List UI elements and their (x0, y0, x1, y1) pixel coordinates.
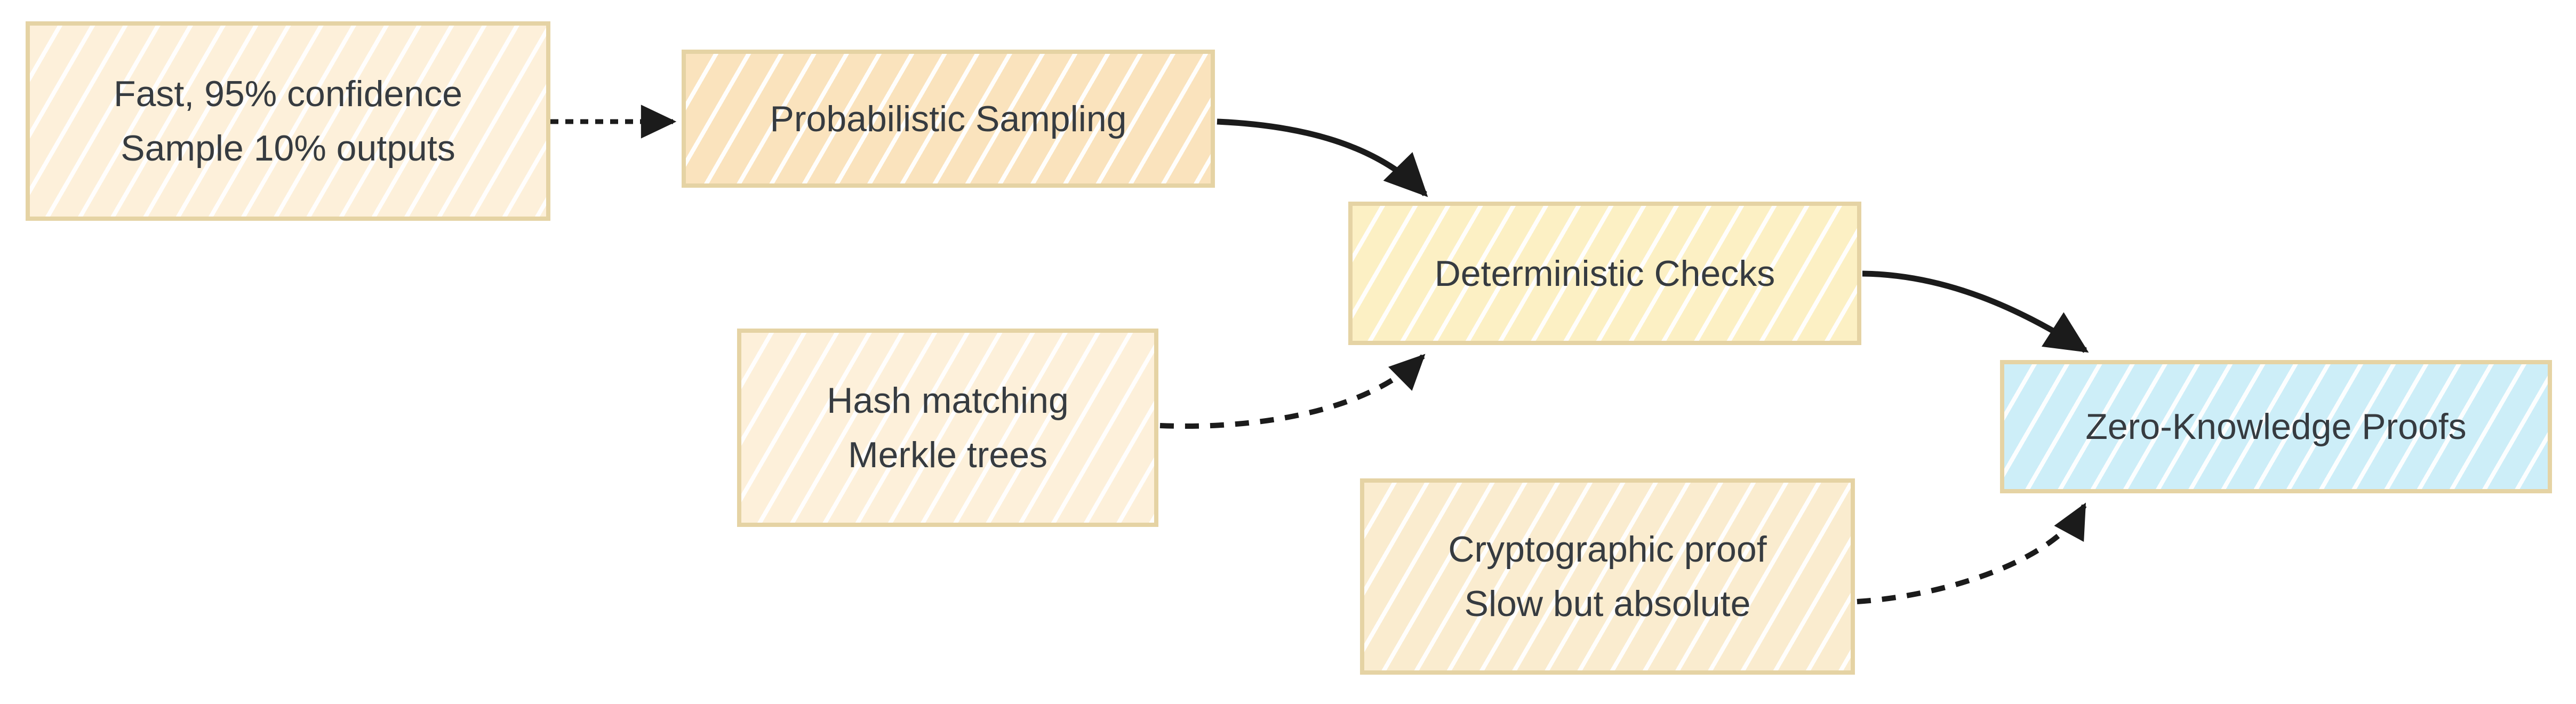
arrow-crypto-note-to-zkp[interactable] (1857, 502, 2087, 604)
node-crypto-note[interactable]: Cryptographic proof Slow but absolute (1360, 478, 1855, 675)
node-label: Merkle trees (847, 435, 1048, 475)
arrow-deterministic-checks-to-zkp[interactable] (1862, 270, 2089, 353)
node-label: Hash matching (827, 380, 1069, 421)
node-label: Cryptographic proof (1448, 529, 1767, 570)
node-hash-note[interactable]: Hash matching Merkle trees (737, 329, 1158, 527)
arrow-probabilistic-sampling-to-deterministic-checks[interactable] (1217, 118, 1428, 197)
node-label: Slow but absolute (1464, 583, 1751, 624)
node-label: Probabilistic Sampling (770, 98, 1127, 139)
node-deterministic-checks[interactable]: Deterministic Checks (1348, 202, 1861, 345)
node-probabilistic-sampling[interactable]: Probabilistic Sampling (682, 50, 1215, 188)
node-sampling-note[interactable]: Fast, 95% confidence Sample 10% outputs (26, 21, 550, 221)
arrow-hash-note-to-deterministic-checks[interactable] (1159, 354, 1426, 429)
node-zero-knowledge-proofs[interactable]: Zero-Knowledge Proofs (2000, 360, 2552, 493)
node-label: Sample 10% outputs (121, 128, 455, 169)
node-label: Zero-Knowledge Proofs (2085, 406, 2467, 447)
node-label: Fast, 95% confidence (114, 74, 462, 114)
node-label: Deterministic Checks (1434, 253, 1775, 294)
